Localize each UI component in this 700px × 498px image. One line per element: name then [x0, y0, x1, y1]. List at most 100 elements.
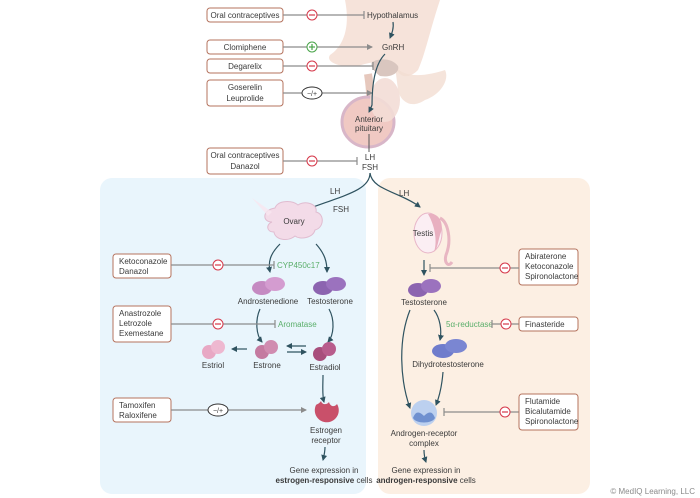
drug-box-androgen-synthesis-inhibitors: Abiraterone Ketoconazole Spironolactone — [518, 248, 579, 286]
androgen-receptor-complex-label: Androgen-receptor — [391, 429, 458, 438]
estriol-label: Estriol — [202, 361, 224, 370]
inhibit-symbol — [306, 155, 318, 167]
dihydrotestosterone-label: Dihydrotestosterone — [412, 360, 484, 369]
dht-molecule-icon — [432, 339, 467, 358]
androgen-receptor-complex-icon — [411, 400, 437, 426]
ovary-label: Ovary — [283, 217, 304, 226]
arrow-androgen-receptor-to-gene-expression — [421, 449, 428, 463]
lh-label: LH — [365, 153, 375, 162]
gnrh-label: GnRH — [382, 43, 404, 52]
drug-box-oral-contraceptives: Oral contraceptives — [206, 7, 284, 23]
arrow-hypothalamus-to-gnrh — [389, 21, 395, 39]
fsh-label: FSH — [362, 163, 378, 172]
arrow-to-ovary — [304, 172, 371, 212]
svg-text:−/+: −/+ — [213, 408, 223, 415]
testosterone-label-ovary: Testosterone — [307, 297, 353, 306]
estriol-molecule-icon — [202, 340, 225, 359]
anterior-pituitary-label-2: pituitary — [355, 124, 383, 133]
drug-label: Clomiphene — [224, 43, 267, 52]
arrow-dht-to-receptor — [435, 371, 444, 406]
drug-box-goserelin-leuprolide: Goserelin Leuprolide — [206, 79, 284, 107]
inhibit-symbol — [212, 259, 224, 271]
arrow-testosterone-to-receptor — [401, 309, 412, 409]
testosterone-molecule-icon — [313, 277, 346, 295]
androstenedione-molecule-icon — [252, 277, 285, 295]
arrow-gnrh-to-pituitary — [368, 53, 386, 113]
arrow-testosterone-to-estradiol — [327, 308, 334, 343]
drug-label: Degarelix — [228, 62, 262, 71]
drug-label: Leuprolide — [226, 94, 264, 103]
drug-label: Flutamide — [525, 397, 561, 406]
estrogen-gene-expression-label: Gene expression in — [290, 466, 359, 475]
androstenedione-label: Androstenedione — [238, 297, 299, 306]
copyright-label: © MedIQ Learning, LLC — [610, 487, 695, 496]
estradiol-label: Estradiol — [309, 363, 340, 372]
arrow-testosterone-to-dht — [433, 309, 444, 341]
arrow-ovary-to-testosterone — [315, 243, 330, 273]
drug-label: Abiraterone — [525, 252, 567, 261]
inhibit-symbol — [306, 9, 318, 21]
drug-label: Ketoconazole — [119, 257, 168, 266]
inhibit-symbol — [212, 318, 224, 330]
arrow-androstenedione-to-estrone — [256, 308, 263, 343]
drug-label: Raloxifene — [119, 411, 157, 420]
testis-label: Testis — [413, 229, 433, 238]
inhibit-symbol — [499, 406, 511, 418]
drug-label: Exemestane — [119, 329, 164, 338]
androgen-gene-expression-label: Gene expression in — [392, 466, 461, 475]
drug-label: Spironolactone — [525, 417, 579, 426]
estrogen-responsive-cells-label: estrogen-responsive cells — [276, 476, 373, 485]
drug-label: Oral contraceptives — [211, 151, 280, 160]
arrow-estradiol-to-receptor — [319, 374, 326, 403]
ovary-fsh-label: FSH — [333, 205, 349, 214]
drug-box-finasteride: Finasteride — [518, 316, 579, 332]
estrone-molecule-icon — [255, 340, 278, 359]
ovary-lh-label: LH — [330, 187, 340, 196]
testis-lh-label: LH — [399, 189, 409, 198]
estradiol-molecule-icon — [313, 342, 336, 361]
arrow-ovary-to-androstenedione — [266, 243, 281, 273]
drug-box-aromatase-inhibitors: Anastrozole Letrozole Exemestane — [112, 305, 172, 343]
brain-anatomy-illustration — [329, 0, 447, 149]
drug-label: Danazol — [230, 162, 260, 171]
arrow-receptor-to-gene-expression — [321, 446, 328, 461]
aromatase-enzyme-label: Aromatase — [278, 320, 317, 329]
drug-box-antiandrogens: Flutamide Bicalutamide Spironolactone — [518, 393, 579, 431]
inhibit-symbol — [306, 60, 318, 72]
drug-box-oral-contraceptives-danazol: Oral contraceptives Danazol — [206, 147, 284, 175]
testis-icon — [413, 212, 454, 266]
drug-label: Anastrozole — [119, 309, 162, 318]
testosterone-label-testis: Testosterone — [401, 298, 447, 307]
androgen-receptor-complex-label-2: complex — [409, 439, 439, 448]
mixed-effect-symbol: −/+ — [301, 86, 323, 100]
inhibit-symbol — [499, 262, 511, 274]
anterior-pituitary-label: Anterior — [355, 115, 383, 124]
androgen-responsive-cells-label: androgen-responsive cells — [376, 476, 476, 485]
drug-label: Ketoconazole — [525, 262, 574, 271]
drug-label: Spironolactone — [525, 272, 579, 281]
drug-box-clomiphene: Clomiphene — [206, 39, 284, 55]
drug-label: Oral contraceptives — [211, 11, 280, 20]
inhibit-symbol — [500, 318, 512, 330]
ovary-icon — [252, 198, 323, 240]
cyp450c17-enzyme-label: CYP450c17 — [277, 261, 320, 270]
drug-label: Letrozole — [119, 319, 152, 328]
drug-label: Tamoxifen — [119, 401, 155, 410]
testosterone-molecule-icon — [408, 279, 441, 297]
hypothalamus-label: Hypothalamus — [367, 11, 418, 20]
estrogen-receptor-icon — [314, 401, 339, 423]
drug-label: Finasteride — [525, 320, 565, 329]
drug-box-ketoconazole-danazol: Ketoconazole Danazol — [112, 253, 172, 279]
estrogen-receptor-label-2: receptor — [311, 436, 341, 445]
5-alpha-reductase-enzyme-label: 5α-reductase — [446, 320, 493, 329]
estrogen-receptor-label: Estrogen — [310, 426, 342, 435]
mixed-effect-symbol: −/+ — [207, 403, 229, 417]
drug-box-degarelix: Degarelix — [206, 58, 284, 74]
drug-box-serms: Tamoxifen Raloxifene — [112, 397, 172, 423]
arrow-to-testis — [369, 172, 421, 208]
estrone-label: Estrone — [253, 361, 281, 370]
drug-label: Goserelin — [228, 83, 262, 92]
drug-label: Danazol — [119, 267, 149, 276]
stimulate-symbol — [306, 41, 318, 53]
